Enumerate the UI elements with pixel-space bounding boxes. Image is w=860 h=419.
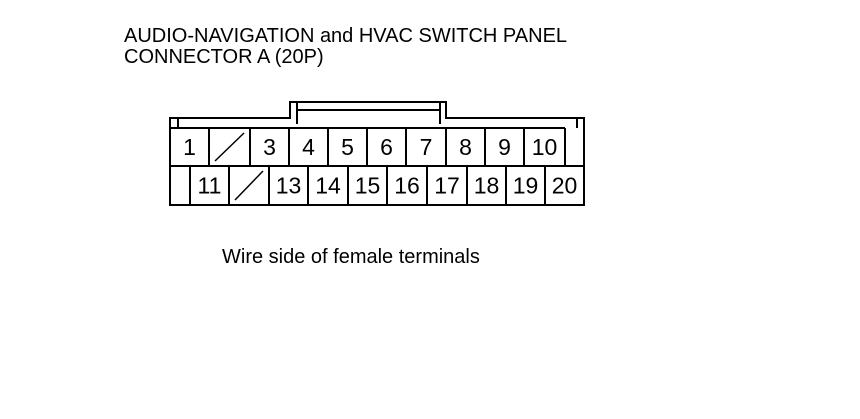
top-row-terminal: 3 [250,127,290,167]
top-row-terminal: 8 [446,127,486,167]
terminal-number: 9 [498,134,511,160]
connector-title: AUDIO-NAVIGATION and HVAC SWITCH PANEL C… [124,26,567,68]
terminal-number: 16 [394,173,420,199]
terminal-number: 11 [198,173,222,199]
title-line-1: AUDIO-NAVIGATION and HVAC SWITCH PANEL [124,25,568,47]
top-row-terminal: 5 [328,127,368,167]
terminal-number: 8 [459,134,472,160]
terminal-number: 3 [263,134,276,160]
top-row-terminal [209,127,251,167]
top-row-terminal: 9 [485,127,525,167]
keyway [296,102,441,124]
top-row-terminal: 10 [524,127,566,167]
bottom-row-terminal [229,165,270,206]
terminal-number: 18 [474,173,500,199]
title-line-2: CONNECTOR A (20P) [124,46,324,68]
terminal-number: 17 [434,173,460,199]
terminal-number: 5 [341,134,354,160]
terminal-number: 15 [355,173,381,199]
bottom-row-terminal: 11 [190,165,230,206]
terminal-number: 20 [552,173,578,199]
bottom-row-terminal: 19 [506,165,546,206]
latch-marks [177,118,578,128]
bottom-row-terminal: 13 [269,165,309,206]
connector-caption: Wire side of female terminals [222,246,480,268]
top-row-terminal: 4 [289,127,329,167]
terminal-number: 7 [420,134,433,160]
terminal-number: 14 [315,173,341,199]
bottom-row-terminal: 20 [545,165,585,206]
bottom-row-terminal: 15 [348,165,388,206]
terminal-number: 10 [532,134,558,160]
terminal-number: 1 [183,134,196,160]
bottom-row-terminal: 17 [427,165,468,206]
top-row-terminal: 1 [169,127,210,167]
bottom-row-terminal: 14 [308,165,349,206]
top-row-terminal: 7 [406,127,447,167]
empty-cavity-slash [214,132,245,162]
terminal-number: 13 [276,173,302,199]
terminal-number: 4 [302,134,315,160]
terminal-number: 19 [513,173,539,199]
empty-cavity-slash [234,170,264,201]
bottom-row-terminal: 18 [467,165,507,206]
terminal-number: 6 [380,134,393,160]
bottom-row-terminal: 16 [387,165,428,206]
top-row-terminal: 6 [367,127,407,167]
